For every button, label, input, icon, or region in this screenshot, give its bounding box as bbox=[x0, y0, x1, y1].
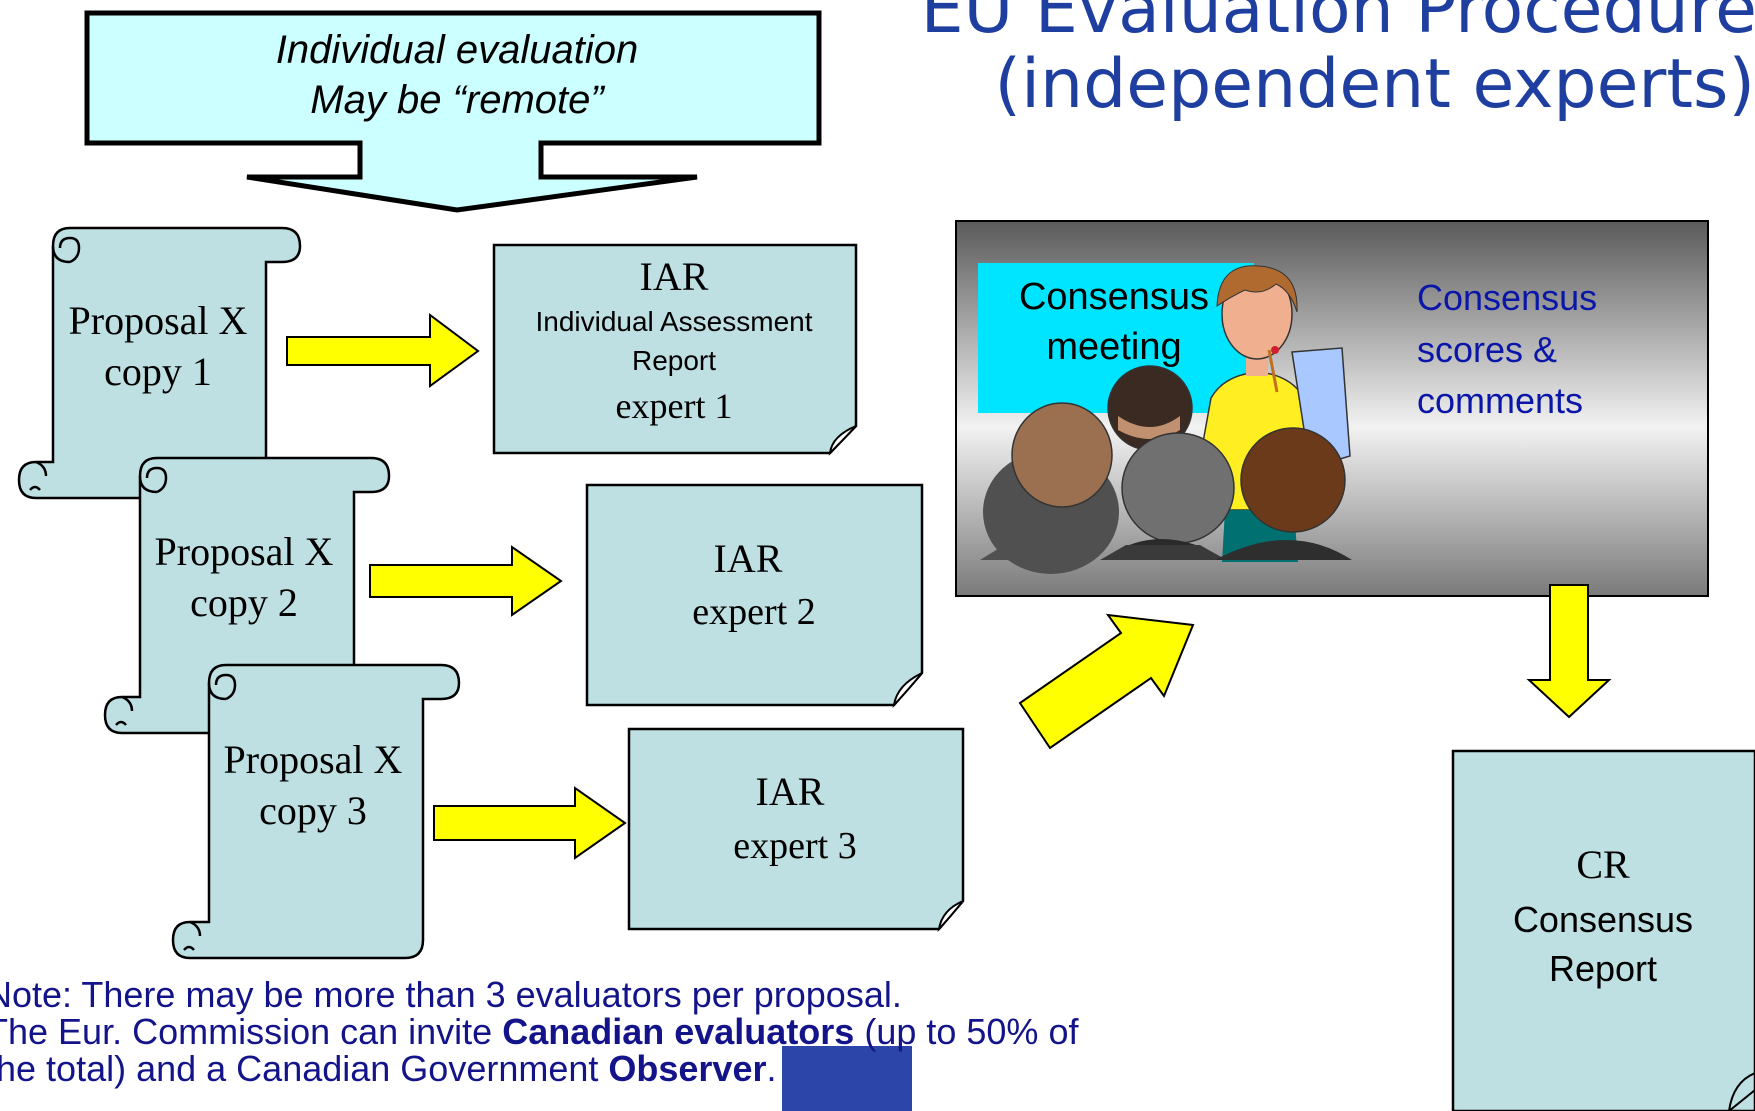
proposal-scroll-3: Proposal X copy 3 bbox=[171, 663, 461, 960]
iar-2-title: IAR bbox=[714, 536, 783, 581]
arrow-iar-to-meeting bbox=[1018, 613, 1195, 750]
iar-1-expert: expert 1 bbox=[616, 386, 733, 426]
page-title-line-1: EU Evaluation Procedure bbox=[920, 0, 1755, 49]
meeting-people-illustration bbox=[980, 265, 1352, 574]
note-line-3-text: the total) and a Canadian Government bbox=[0, 1048, 609, 1089]
iar-report-3: IAR expert 3 bbox=[627, 727, 965, 933]
meeting-result-2: scores & bbox=[1417, 329, 1557, 370]
iar-3-title: IAR bbox=[756, 769, 825, 814]
arrow-proposal-2-to-iar bbox=[369, 545, 563, 617]
arrow-proposal-3-to-iar bbox=[433, 786, 627, 860]
iar-2-expert: expert 2 bbox=[692, 591, 815, 633]
note-line-3: the total) and a Canadian Government Obs… bbox=[0, 1050, 777, 1088]
report-title: CR bbox=[1576, 842, 1630, 887]
proposal-1-line-1: Proposal X bbox=[69, 298, 248, 343]
note-observer: Observer bbox=[608, 1048, 767, 1089]
note-line-2-tail: (up to 50% of bbox=[854, 1011, 1079, 1052]
page-title-line-2: (independent experts) bbox=[994, 45, 1755, 124]
callout-line-2: May be “remote” bbox=[310, 78, 605, 122]
proposal-1-line-2: copy 1 bbox=[104, 349, 212, 394]
callout-line-1: Individual evaluation bbox=[276, 28, 638, 72]
note-line-2: The Eur. Commission can invite Canadian … bbox=[0, 1013, 1078, 1051]
proposal-2-line-1: Proposal X bbox=[155, 529, 334, 574]
note-line-2-text: The Eur. Commission can invite bbox=[0, 1011, 503, 1052]
iar-report-2: IAR expert 2 bbox=[585, 483, 924, 709]
meeting-result-1: Consensus bbox=[1417, 277, 1597, 318]
iar-report-1: IAR Individual Assessment Report expert … bbox=[492, 243, 858, 456]
proposal-3-line-2: copy 3 bbox=[259, 788, 367, 833]
consensus-report-document: CR Consensus Report bbox=[1451, 749, 1755, 1111]
arrow-meeting-to-report bbox=[1526, 584, 1612, 719]
iar-1-title: IAR bbox=[640, 254, 709, 299]
callout-down-arrow: Individual evaluation May be “remote” bbox=[84, 10, 822, 213]
meeting-result-3: comments bbox=[1417, 380, 1583, 421]
iar-3-expert: expert 3 bbox=[733, 825, 856, 867]
report-line-2: Report bbox=[1549, 948, 1657, 989]
note-line-1: Note: There may be more than 3 evaluator… bbox=[0, 974, 902, 1015]
note-line-3-tail: . bbox=[766, 1048, 777, 1089]
meeting-label-2: meeting bbox=[1046, 326, 1181, 368]
report-line-1: Consensus bbox=[1513, 899, 1693, 940]
proposal-2-line-2: copy 2 bbox=[190, 580, 298, 625]
proposal-3-line-1: Proposal X bbox=[224, 737, 403, 782]
consensus-meeting-panel: Consensus meeting Consensus scores & com… bbox=[955, 220, 1709, 597]
proposal-scroll-1: Proposal X copy 1 bbox=[17, 226, 302, 500]
iar-1-subtitle-1: Individual Assessment bbox=[535, 306, 812, 337]
meeting-label-1: Consensus bbox=[1019, 276, 1209, 318]
blue-block bbox=[782, 1046, 912, 1111]
arrow-proposal-1-to-iar bbox=[286, 313, 480, 388]
note-canadian-evaluators: Canadian evaluators bbox=[502, 1011, 855, 1052]
iar-1-subtitle-2: Report bbox=[632, 345, 716, 376]
